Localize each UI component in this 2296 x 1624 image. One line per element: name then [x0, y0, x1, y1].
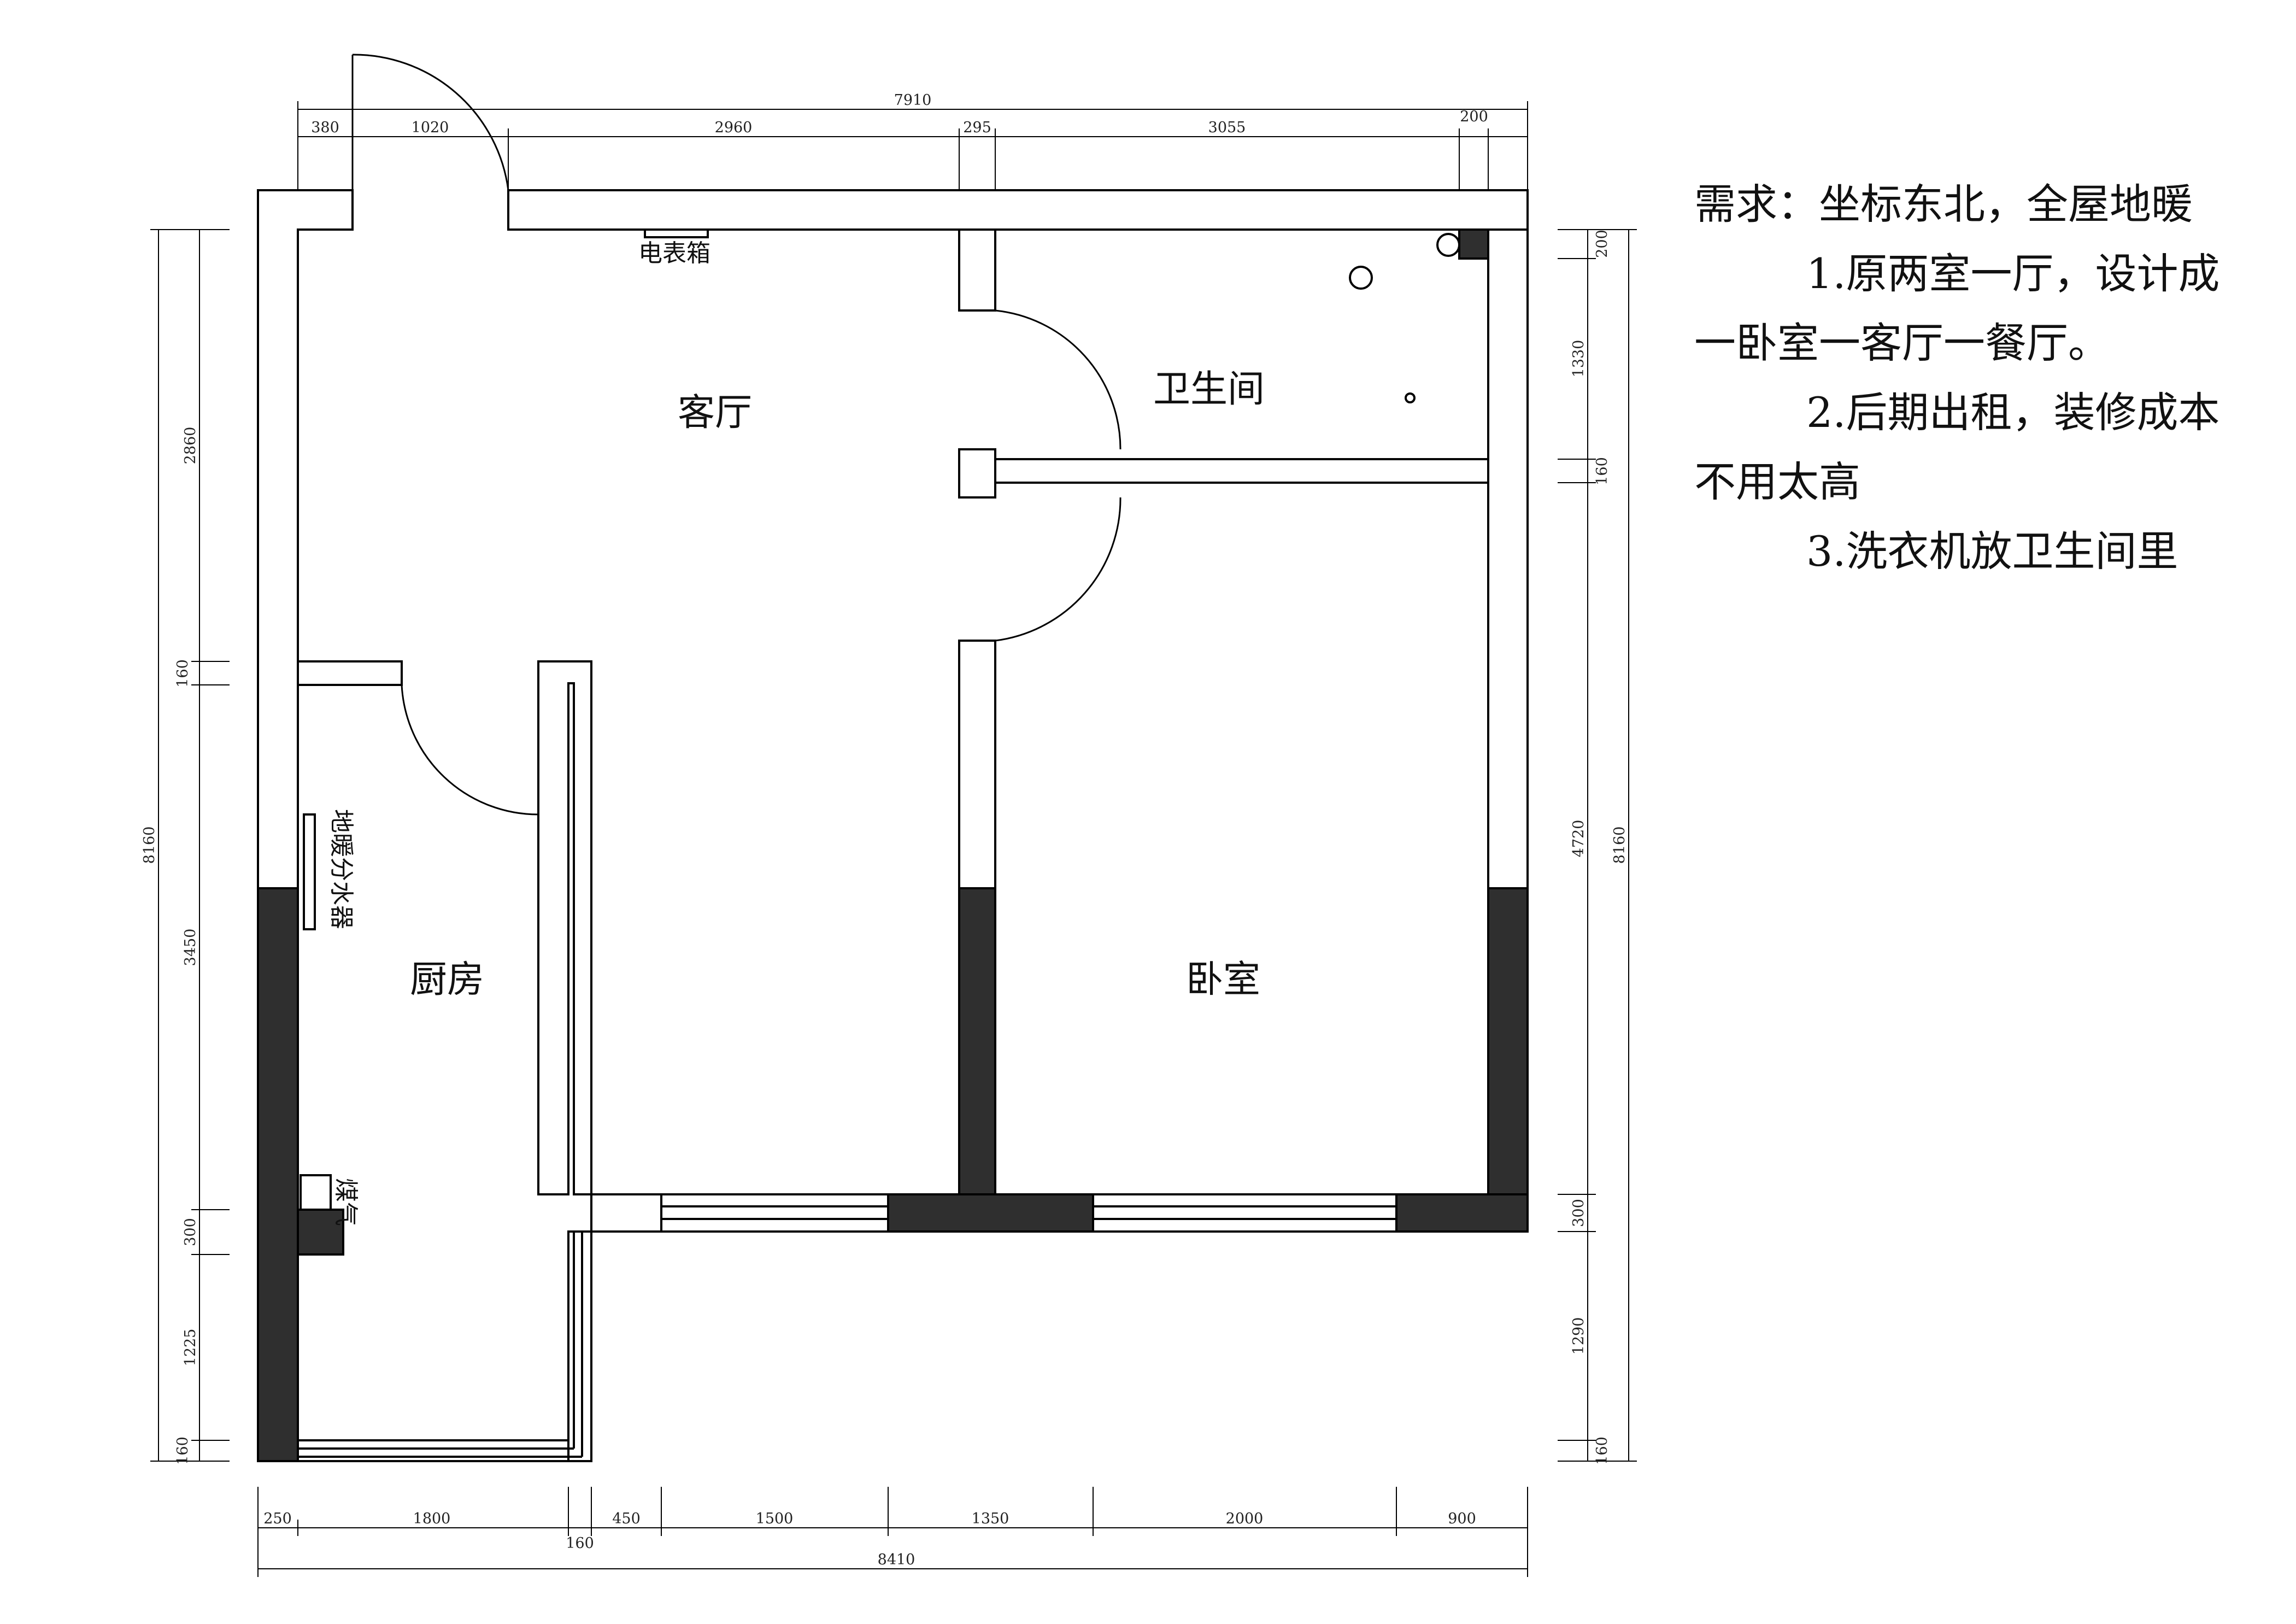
dim-bottom-6: 900: [1448, 1510, 1476, 1527]
manifold-box: [303, 813, 316, 930]
dim-top-1: 1020: [412, 119, 449, 136]
room-label-kitchen: 厨房: [410, 958, 484, 1001]
dim-bottom-0: 250: [263, 1510, 292, 1527]
window-living: [660, 1193, 889, 1233]
dim-bottom-5: 2000: [1226, 1510, 1264, 1527]
dim-top-3: 295: [963, 119, 991, 136]
notes-item1-line1: 1.原两室一厅，设计成: [1806, 249, 2220, 298]
north-wall-right: [507, 189, 1529, 231]
dim-right-3: 4720: [1570, 820, 1587, 858]
dim-left-3: 300: [182, 1218, 199, 1246]
dim-left-total: 8160: [141, 826, 158, 864]
room-label-bathroom: 卫生间: [1153, 368, 1265, 411]
kitchen-door: [401, 661, 539, 816]
bedroom-door: [995, 497, 1121, 642]
dim-bottom-2: 450: [612, 1510, 641, 1527]
notes-item1-line2: 一卧室一客厅一餐厅。: [1694, 319, 2110, 367]
east-wall: [1487, 228, 1529, 889]
partition-lower: [958, 640, 996, 890]
dim-right-total: 8160: [1611, 826, 1628, 864]
kitchen-balcony-wall: [567, 1230, 592, 1462]
structural-wall-east: [1487, 887, 1529, 1233]
gas-meter: [300, 1174, 332, 1211]
bath-fixture-2: [1349, 266, 1373, 290]
dim-bottom-3: 1500: [756, 1510, 794, 1527]
structural-wall-mid: [958, 887, 996, 1233]
dim-right-6: 160: [1594, 1437, 1611, 1465]
gas-label: 煤气: [332, 1178, 360, 1226]
entry-door: [351, 54, 509, 191]
dim-left-5: 160: [174, 1437, 191, 1465]
dim-bottom-total: 8410: [878, 1551, 915, 1568]
dim-left-4: 1225: [182, 1329, 199, 1367]
manifold-label: 地暖分水器: [327, 809, 355, 929]
dim-right-5: 1290: [1570, 1317, 1587, 1355]
kitchen-top-stub: [297, 660, 403, 686]
notes-title: 需求：坐标东北，全屋地暖: [1694, 180, 2193, 228]
dim-left-1: 160: [174, 659, 191, 688]
bath-fixture-1: [1436, 233, 1460, 257]
structural-wall-west: [257, 887, 299, 1462]
dim-top-2: 2960: [715, 119, 753, 136]
window-bedroom: [1092, 1193, 1397, 1233]
dim-right-0: 200: [1594, 230, 1611, 258]
floor-drain: [1405, 392, 1416, 403]
kitchen-east-wall: [537, 660, 592, 1195]
requirements-notes: 需求：坐标东北，全屋地暖 1.原两室一厅，设计成 一卧室一客厅一餐厅。 2.后期…: [1694, 169, 2268, 586]
bath-partition-end: [958, 448, 996, 499]
partition-upper-stub: [958, 228, 996, 312]
bath-partition-wall: [958, 458, 1489, 484]
dim-left-0: 2860: [182, 427, 199, 465]
structural-wall-south-2: [1395, 1193, 1529, 1233]
bath-shaft: [1458, 228, 1489, 260]
room-label-bedroom: 卧室: [1186, 958, 1260, 1001]
dim-right-1: 1330: [1570, 340, 1587, 378]
dim-right-4: 300: [1570, 1199, 1587, 1227]
notes-item2-line2: 不用太高: [1694, 458, 1860, 506]
structural-wall-south-1: [887, 1193, 1094, 1233]
dim-top-0: 380: [311, 119, 339, 136]
bathroom-door: [995, 309, 1121, 450]
dim-left-2: 3450: [182, 929, 199, 966]
notes-item2-line1: 2.后期出租，装修成本: [1806, 388, 2220, 437]
dim-bottom-extra: 160: [566, 1535, 594, 1552]
structural-wall-gas: [297, 1209, 344, 1256]
meter-box: [644, 228, 709, 238]
dim-bottom-1: 1800: [413, 1510, 451, 1527]
room-label-living: 客厅: [678, 391, 752, 435]
dim-top-5: 200: [1460, 108, 1488, 125]
dim-top-total: 7910: [894, 92, 932, 109]
dim-right-2: 160: [1594, 457, 1611, 485]
notes-item3: 3.洗衣机放卫生间里: [1806, 527, 2178, 576]
dimension-lines: [150, 101, 1637, 1577]
dim-top-4: 3055: [1208, 119, 1246, 136]
dim-bottom-4: 1350: [972, 1510, 1009, 1527]
meter-box-label: 电表箱: [638, 239, 710, 267]
